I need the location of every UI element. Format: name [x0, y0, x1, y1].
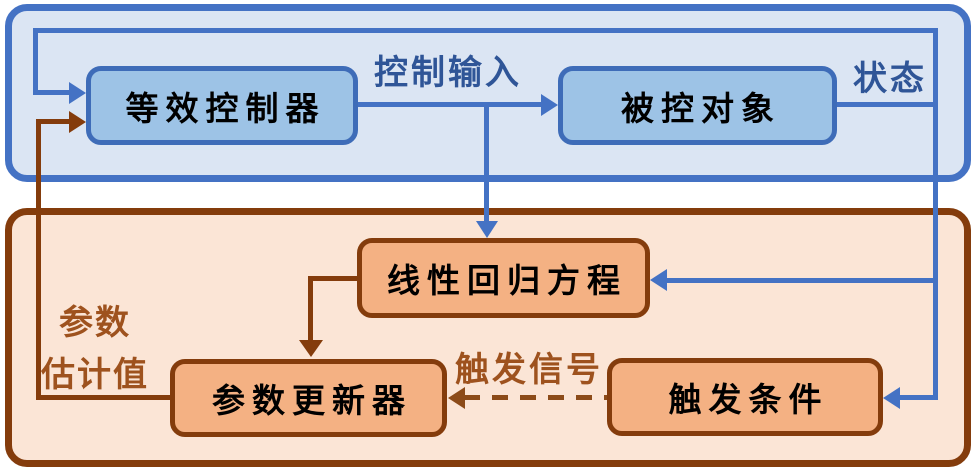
trigger-condition-box: 触发条件 [607, 358, 883, 436]
equivalent-controller-label: 等效控制器 [125, 88, 326, 128]
controlled-plant-box: 被控对象 [558, 66, 837, 145]
state-right-vertical-line [933, 28, 938, 400]
estimate-into-controller-line [36, 119, 71, 124]
arrowhead-into-updater-top [299, 340, 323, 357]
regression-to-updater-horizontal-line [308, 276, 357, 281]
estimate-feedback-bottom-line [36, 395, 170, 400]
parameter-updater-box: 参数更新器 [170, 359, 447, 437]
arrowhead-into-regression-right [650, 269, 667, 291]
control-input-signal-label: 控制输入 [374, 53, 522, 93]
linear-regression-box: 线性回归方程 [357, 238, 650, 318]
arrowhead-into-trigger [883, 387, 900, 409]
trigger-signal-label: 触发信号 [455, 350, 603, 390]
estimate-feedback-vertical-line [36, 119, 41, 400]
arrowhead-trigger-into-updater [448, 387, 465, 409]
parameter-estimate-signal-label: 参数 估计值 [20, 297, 170, 401]
arrowhead-into-plant [541, 94, 558, 116]
linear-regression-label: 线性回归方程 [387, 261, 627, 300]
parameter-estimate-line2: 估计值 [41, 355, 149, 395]
control-input-branch-line [484, 102, 489, 223]
control-input-line [358, 102, 542, 107]
state-output-line [837, 102, 938, 107]
state-signal-label: 状态 [853, 59, 927, 99]
trigger-signal-dashed-line [464, 395, 607, 400]
state-into-regression-line [666, 278, 938, 283]
state-feedback-left-line [33, 28, 38, 95]
trigger-condition-label: 触发条件 [668, 380, 829, 419]
controlled-plant-label: 被控对象 [621, 88, 781, 128]
state-into-controller-line [33, 90, 70, 95]
arrowhead-into-controller [69, 82, 86, 104]
arrowhead-into-regression-top [476, 221, 498, 238]
state-feedback-top-line [33, 28, 938, 33]
parameter-updater-label: 参数更新器 [212, 381, 412, 420]
arrowhead-estimate-into-controller [69, 111, 86, 133]
parameter-estimate-line1: 参数 [59, 303, 131, 343]
regression-to-updater-vertical-line [308, 276, 313, 342]
equivalent-controller-box: 等效控制器 [86, 66, 358, 145]
state-into-trigger-line [899, 395, 938, 400]
